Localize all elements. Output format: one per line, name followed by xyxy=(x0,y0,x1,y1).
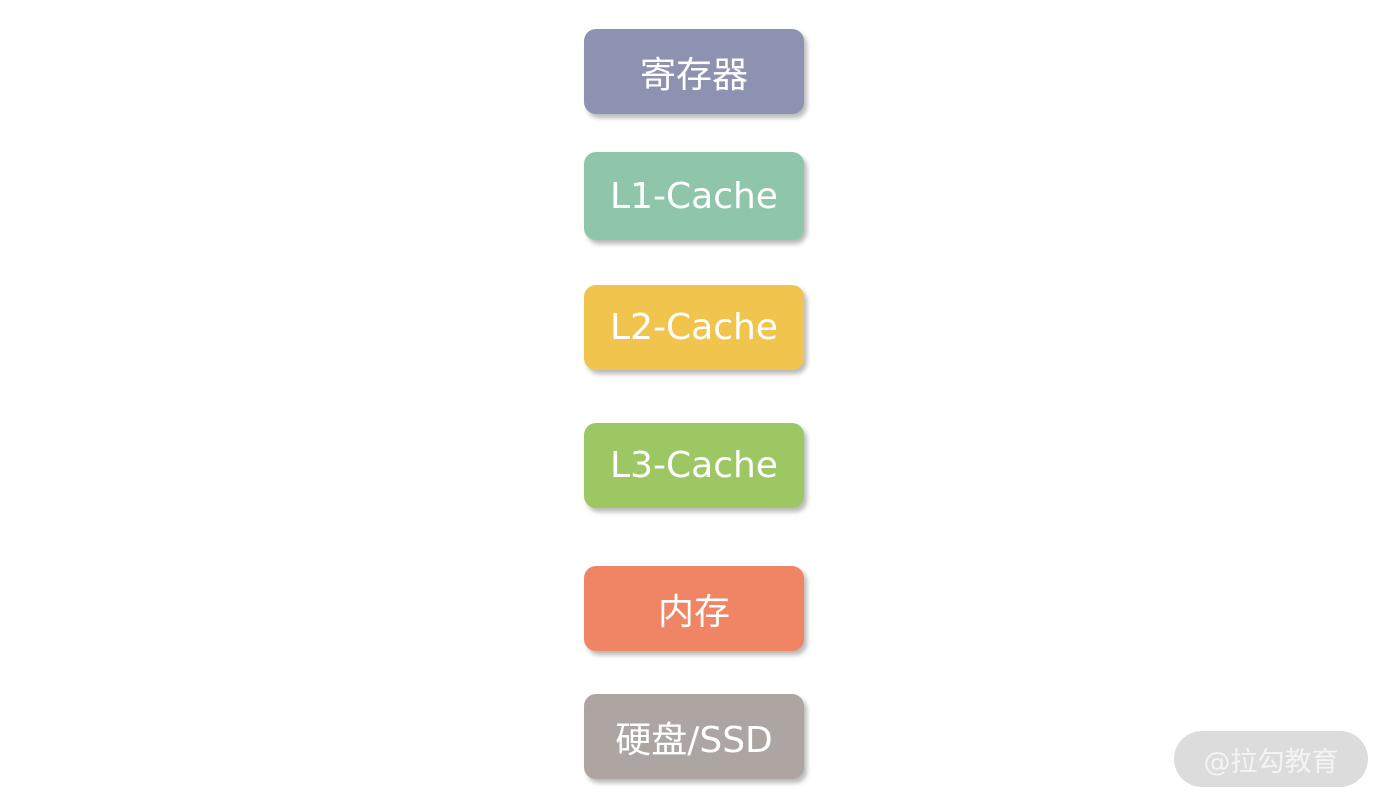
layer-disk-ssd: 硬盘/SSD xyxy=(584,694,804,779)
layer-registers: 寄存器 xyxy=(584,29,804,114)
layer-l2-cache: L2-Cache xyxy=(584,285,804,370)
layer-label: L3-Cache xyxy=(610,445,778,486)
watermark-text: @拉勾教育 xyxy=(1203,746,1339,778)
watermark: @拉勾教育 xyxy=(1174,731,1368,787)
layer-label: L2-Cache xyxy=(610,307,778,348)
layer-memory: 内存 xyxy=(584,566,804,651)
layer-l1-cache: L1-Cache xyxy=(584,152,804,240)
layer-l3-cache: L3-Cache xyxy=(584,423,804,508)
layer-label: 内存 xyxy=(657,591,730,633)
layer-label: 寄存器 xyxy=(639,54,748,96)
layer-label: L1-Cache xyxy=(610,175,778,217)
layer-label: 硬盘/SSD xyxy=(615,719,773,761)
